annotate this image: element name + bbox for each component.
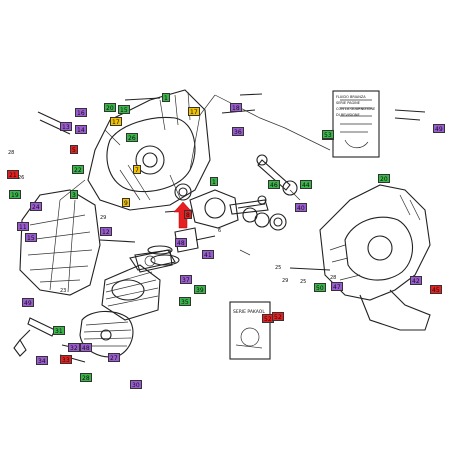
callout-tag-32: 32 — [68, 343, 80, 352]
callout-tag-33: 33 — [60, 355, 72, 364]
bolts-group-bottom — [59, 239, 331, 363]
callout-tag-27: 27 — [108, 353, 120, 362]
callout-tag-16: 16 — [75, 108, 87, 117]
callout-tag-49: 49 — [22, 298, 34, 307]
callout-tag-41: 41 — [202, 250, 214, 259]
right-crankcase-half — [319, 184, 431, 331]
callout-tag-17: 17 — [188, 107, 200, 116]
part-number-label: 26 — [18, 175, 25, 181]
callout-tag-15: 15 — [25, 233, 37, 242]
callout-tag-20: 20 — [378, 174, 390, 183]
left-crankcase-half — [87, 89, 211, 211]
part-number-label: 6 — [218, 228, 222, 234]
crankshaft-bearing — [174, 183, 192, 201]
callout-tag-5: 5 — [70, 145, 78, 154]
info-card-line-2: SERIE PAGINE — [336, 101, 361, 105]
callout-tag-30: 30 — [130, 380, 142, 389]
part-number-label: 29 — [282, 278, 289, 284]
callout-tag-45: 45 — [430, 285, 442, 294]
clutch-cover — [19, 189, 101, 296]
callout-tag-11: 11 — [17, 222, 29, 231]
callout-tag-48: 48 — [80, 343, 92, 352]
callout-tag-35: 35 — [179, 297, 191, 306]
callout-tag-42: 42 — [410, 276, 422, 285]
gasket-set-card — [229, 301, 271, 360]
callout-tag-36: 36 — [232, 127, 244, 136]
callout-tag-44: 44 — [300, 180, 312, 189]
part-number-label: 25 — [275, 265, 282, 271]
info-card-text: FLUIDO BRIANZA SERIE PAGINE CON LA GUARN… — [336, 94, 378, 118]
callout-tag-34: 34 — [36, 356, 48, 365]
part-number-label: 28 — [8, 150, 15, 156]
callout-tag-21: 21 — [7, 170, 19, 179]
info-card-tag: 53 — [322, 130, 334, 139]
info-card-line-4: DI REVISIONE — [336, 113, 360, 117]
callout-tag-22: 22 — [72, 165, 84, 174]
callout-tag-40: 40 — [295, 203, 307, 212]
callout-tag-39: 39 — [194, 285, 206, 294]
callout-tag-49: 49 — [433, 124, 445, 133]
callout-tag-15: 15 — [118, 105, 130, 114]
callout-tag-18: 18 — [230, 103, 242, 112]
part-number-label: 29 — [100, 215, 107, 221]
callout-tag-31: 31 — [53, 326, 65, 335]
callout-tag-37: 37 — [180, 275, 192, 284]
callout-tag-48: 48 — [175, 238, 187, 247]
callout-tag-24: 24 — [30, 202, 42, 211]
callout-tag-14: 14 — [75, 125, 87, 134]
gasket-card-tag: 52 — [272, 312, 284, 321]
callout-tag-7: 7 — [133, 165, 141, 174]
callout-tag-50: 50 — [314, 283, 326, 292]
cylinder — [101, 249, 173, 321]
callout-tag-1: 1 — [210, 177, 218, 186]
callout-tag-17: 17 — [110, 117, 122, 126]
info-card — [332, 90, 380, 158]
callout-tag-46: 46 — [268, 180, 280, 189]
callout-tag-3: 3 — [70, 190, 78, 199]
callout-tag-19: 19 — [9, 190, 21, 199]
spark-plug — [13, 317, 56, 357]
callout-tag-8: 8 — [184, 210, 192, 219]
connecting-rods — [229, 154, 298, 215]
gasket-card-title: SERIE PAKAOL — [233, 310, 265, 315]
bearing-set-right — [242, 195, 287, 231]
info-card-line-1: FLUIDO BRIANZA — [336, 95, 366, 99]
callout-tag-9: 9 — [122, 198, 130, 207]
part-number-label: 28 — [330, 275, 337, 281]
part-number-label: 23 — [60, 288, 67, 294]
cylinder-base-gasket — [129, 249, 176, 271]
info-card-line-3: CON LA GUARNIZIONE — [336, 107, 376, 111]
callout-tag-13: 13 — [60, 122, 72, 131]
callout-tag-28: 28 — [80, 373, 92, 382]
callout-tag-26: 26 — [126, 133, 138, 142]
callout-tag-20: 20 — [104, 103, 116, 112]
callout-tag-12: 12 — [100, 227, 112, 236]
callout-tag-47: 47 — [331, 282, 343, 291]
part-number-label: 25 — [300, 279, 307, 285]
callout-tag-1: 1 — [162, 93, 170, 102]
